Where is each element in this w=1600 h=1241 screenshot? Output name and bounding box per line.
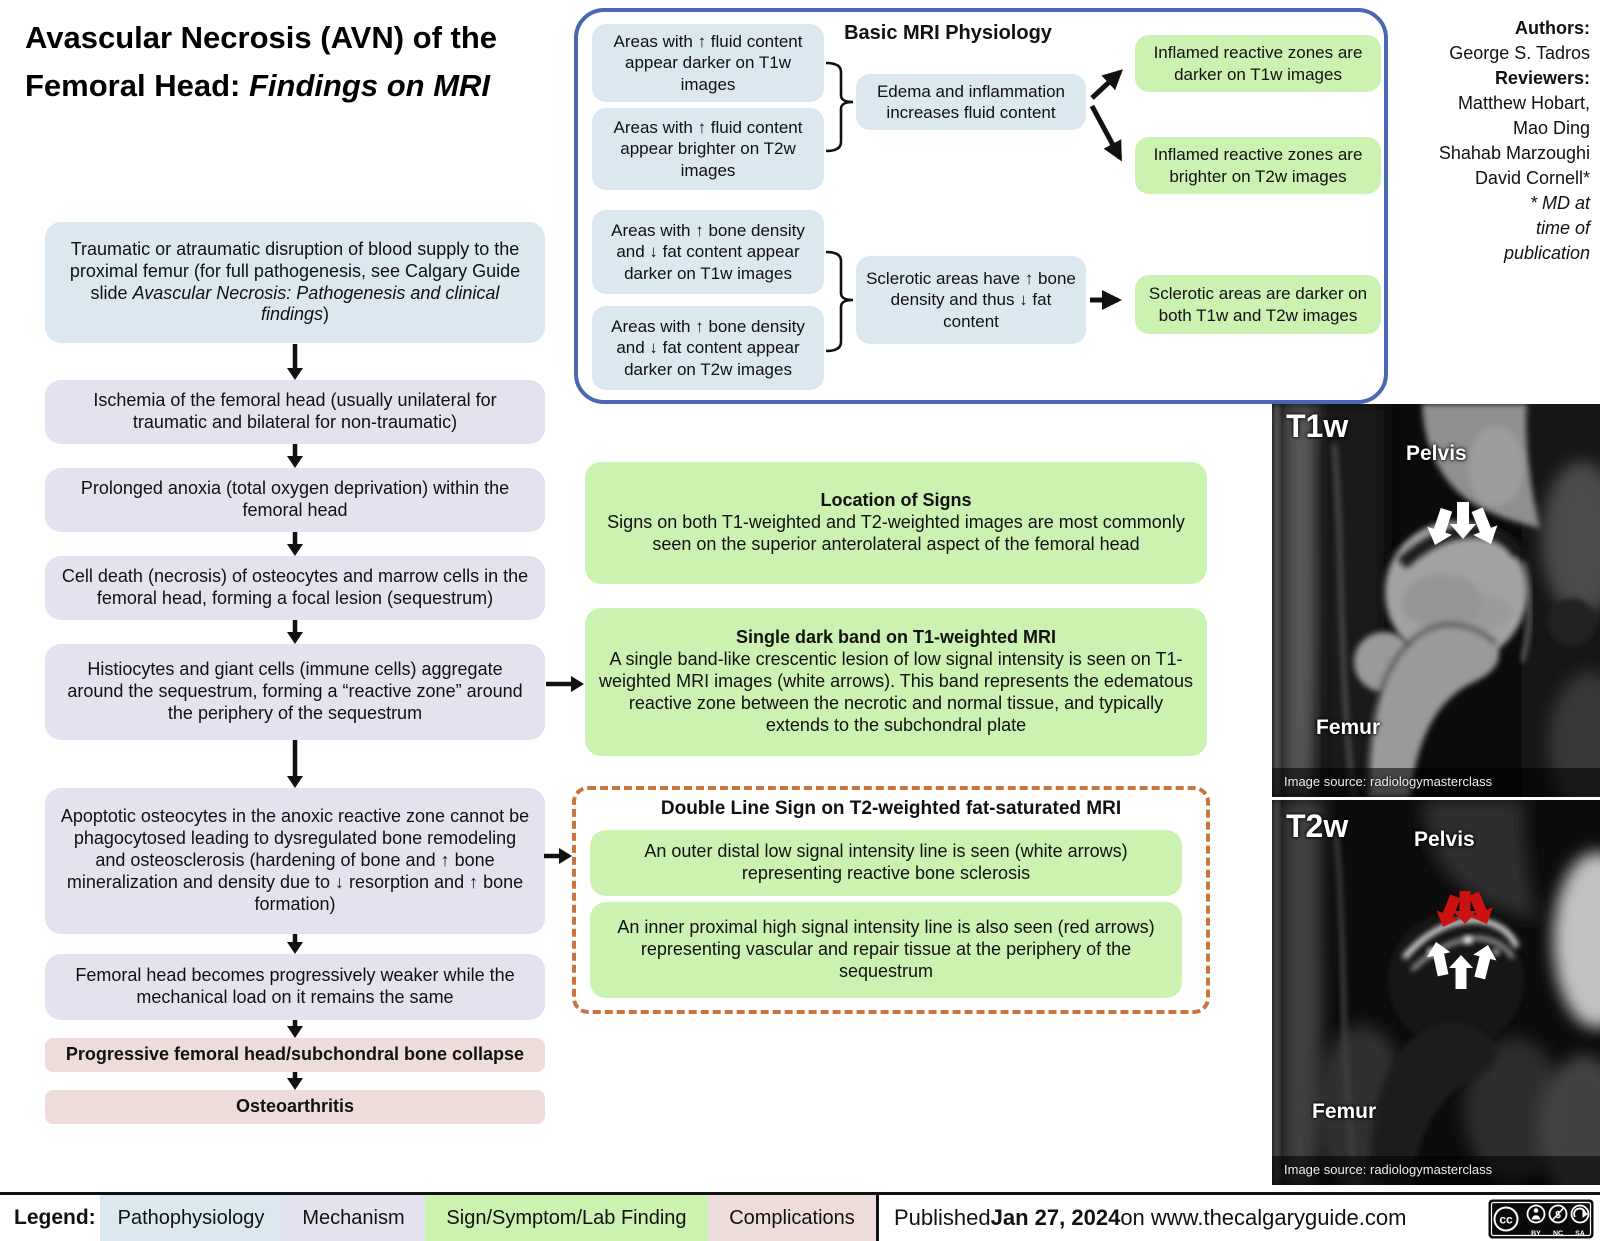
double-line-inner-box: An inner proximal high signal intensity … (590, 902, 1182, 998)
mri-t1w-image: T1w Pelvis Femur Image source: radiology… (1272, 404, 1600, 797)
reviewer-name: Matthew Hobart, (1457, 93, 1590, 113)
cc-icon: cc (1499, 1213, 1513, 1227)
t2w-white-arrows (1426, 942, 1497, 989)
sign-location-title: Location of Signs (820, 490, 972, 511)
phys-finding-inflamed-t1: Inflamed reactive zones are darker on T1… (1135, 35, 1381, 92)
flow-step-ischemia: Ischemia of the femoral head (usually un… (45, 380, 545, 444)
phys-finding-sclerotic: Sclerotic areas are darker on both T1w a… (1135, 275, 1381, 334)
flow-step-necrosis: Cell death (necrosis) of osteocytes and … (45, 556, 545, 620)
sign-single-band-body: A single band-like crescentic lesion of … (599, 649, 1193, 735)
flow-step-text: ) (323, 304, 330, 325)
published-date: Jan 27, 2024 (990, 1205, 1121, 1230)
cc-by-label: BY (1531, 1231, 1541, 1238)
t1w-white-arrows (1427, 502, 1498, 545)
mri-t2w-source: Image source: radiologymasterclass (1284, 1162, 1493, 1177)
phys-box-sclerotic: Sclerotic areas have ↑ bone density and … (856, 256, 1086, 344)
phys-box-edema: Edema and inflammation increases fluid c… (856, 74, 1086, 130)
published-prefix: Published (894, 1205, 991, 1230)
t2w-red-arrows (1436, 891, 1493, 927)
mri-t2w-label: T2w (1286, 808, 1349, 844)
credits-block: Authors: George S. Tadros Reviewers: Mat… (1340, 16, 1590, 266)
flow-step-collapse: Progressive femoral head/subchondral bon… (45, 1038, 545, 1072)
down-arrow (287, 532, 303, 556)
flow-step-osteoarthritis: Osteoarthritis (45, 1090, 545, 1124)
published-line: Published Jan 27, 2024 on www.thecalgary… (894, 1195, 1406, 1241)
footer-divider (876, 1195, 879, 1241)
down-arrow (287, 620, 303, 644)
cc-nc-icon (1548, 1204, 1568, 1224)
mri-t2w-femur-label: Femur (1312, 1100, 1377, 1123)
mri-t2w-scene (1272, 800, 1600, 1185)
mri-t1w-pelvis-label: Pelvis (1406, 442, 1467, 465)
cc-sa-label: SA (1575, 1231, 1585, 1238)
legend-item-pathophysiology: Pathophysiology (100, 1195, 282, 1241)
flow-step-anoxia: Prolonged anoxia (total oxygen deprivati… (45, 468, 545, 532)
authors-label: Authors: (1515, 18, 1590, 38)
mri-t2w-pelvis-label: Pelvis (1414, 828, 1475, 851)
legend-label: Legend: (14, 1206, 96, 1229)
legend-item-sign-symptom: Sign/Symptom/Lab Finding (425, 1195, 708, 1241)
basic-mri-physiology-panel: Basic MRI Physiology Areas with ↑ fluid … (574, 8, 1388, 404)
footer-rule (0, 1192, 1600, 1195)
reviewers-label: Reviewers: (1494, 68, 1590, 88)
reviewer-name: David Cornell* (1474, 168, 1590, 188)
down-arrow (287, 344, 303, 380)
down-arrow (287, 444, 303, 468)
flow-step-text: Traumatic or atraumatic disruption of bl… (69, 238, 521, 303)
flow-step-weakening: Femoral head becomes progressively weake… (45, 954, 545, 1020)
phys-finding-inflamed-t2: Inflamed reactive zones are brighter on … (1135, 137, 1381, 194)
sign-location-body: Signs on both T1-weighted and T2-weighte… (607, 512, 1185, 554)
double-line-sign-title: Double Line Sign on T2-weighted fat-satu… (660, 798, 1122, 819)
published-url: on www.thecalgaryguide.com (1120, 1205, 1407, 1230)
phys-box-fluid-t2: Areas with ↑ fluid content appear bright… (592, 108, 824, 190)
down-arrow (287, 1072, 303, 1090)
mri-t1w-label: T1w (1286, 408, 1349, 444)
down-arrow (287, 934, 303, 954)
reviewer-name: Mao Ding (1512, 118, 1590, 138)
page-title: Avascular Necrosis (AVN) of the Femoral … (25, 14, 530, 110)
flow-step-reactive-zone: Histiocytes and giant cells (immune cell… (45, 644, 545, 740)
credit-note: time of (1535, 218, 1590, 238)
cc-nc-label: NC (1553, 1231, 1563, 1238)
phys-box-fluid-t1: Areas with ↑ fluid content appear darker… (592, 24, 824, 102)
physiology-panel-title: Basic MRI Physiology (844, 22, 1052, 44)
flow-step-osteosclerosis: Apoptotic osteocytes in the anoxic react… (45, 788, 545, 934)
reviewer-name: Shahab Marzoughi (1438, 143, 1590, 163)
right-arrow (546, 676, 584, 692)
double-line-outer-box: An outer distal low signal intensity lin… (590, 830, 1182, 896)
down-arrow (287, 740, 303, 788)
sign-single-band-title: Single dark band on T1-weighted MRI (735, 627, 1057, 648)
cc-sa-icon (1570, 1204, 1590, 1224)
legend-item-mechanism: Mechanism (282, 1195, 425, 1241)
mri-t1w-femur-label: Femur (1316, 716, 1381, 739)
down-arrow (287, 1020, 303, 1038)
double-line-sign-panel: Double Line Sign on T2-weighted fat-satu… (572, 786, 1210, 1014)
legend-item-complications: Complications (708, 1195, 876, 1241)
mri-t1w-scene (1272, 404, 1600, 797)
cc-license-badge: cc $ BY NC SA (1488, 1199, 1594, 1239)
credit-note: * MD at (1529, 193, 1590, 213)
page-title-main: Avascular Necrosis (AVN) of the Femoral … (25, 20, 498, 104)
svg-text:$: $ (1555, 1210, 1561, 1221)
phys-box-density-t2: Areas with ↑ bone density and ↓ fat cont… (592, 306, 824, 390)
credit-note: publication (1503, 243, 1590, 263)
mri-t2w-image: T2w Pelvis Femur Image source: radiology… (1272, 800, 1600, 1185)
right-arrow (544, 848, 572, 864)
flow-step-text-italic: Avascular Necrosis: Pathogenesis and cli… (132, 282, 500, 325)
phys-box-density-t1: Areas with ↑ bone density and ↓ fat cont… (592, 210, 824, 294)
cc-by-icon (1526, 1204, 1546, 1224)
flow-step-trauma: Traumatic or atraumatic disruption of bl… (45, 222, 545, 343)
mri-t1w-source: Image source: radiologymasterclass (1284, 774, 1493, 789)
page-title-italic: Findings on MRI (248, 68, 491, 104)
author-name: George S. Tadros (1449, 43, 1590, 63)
